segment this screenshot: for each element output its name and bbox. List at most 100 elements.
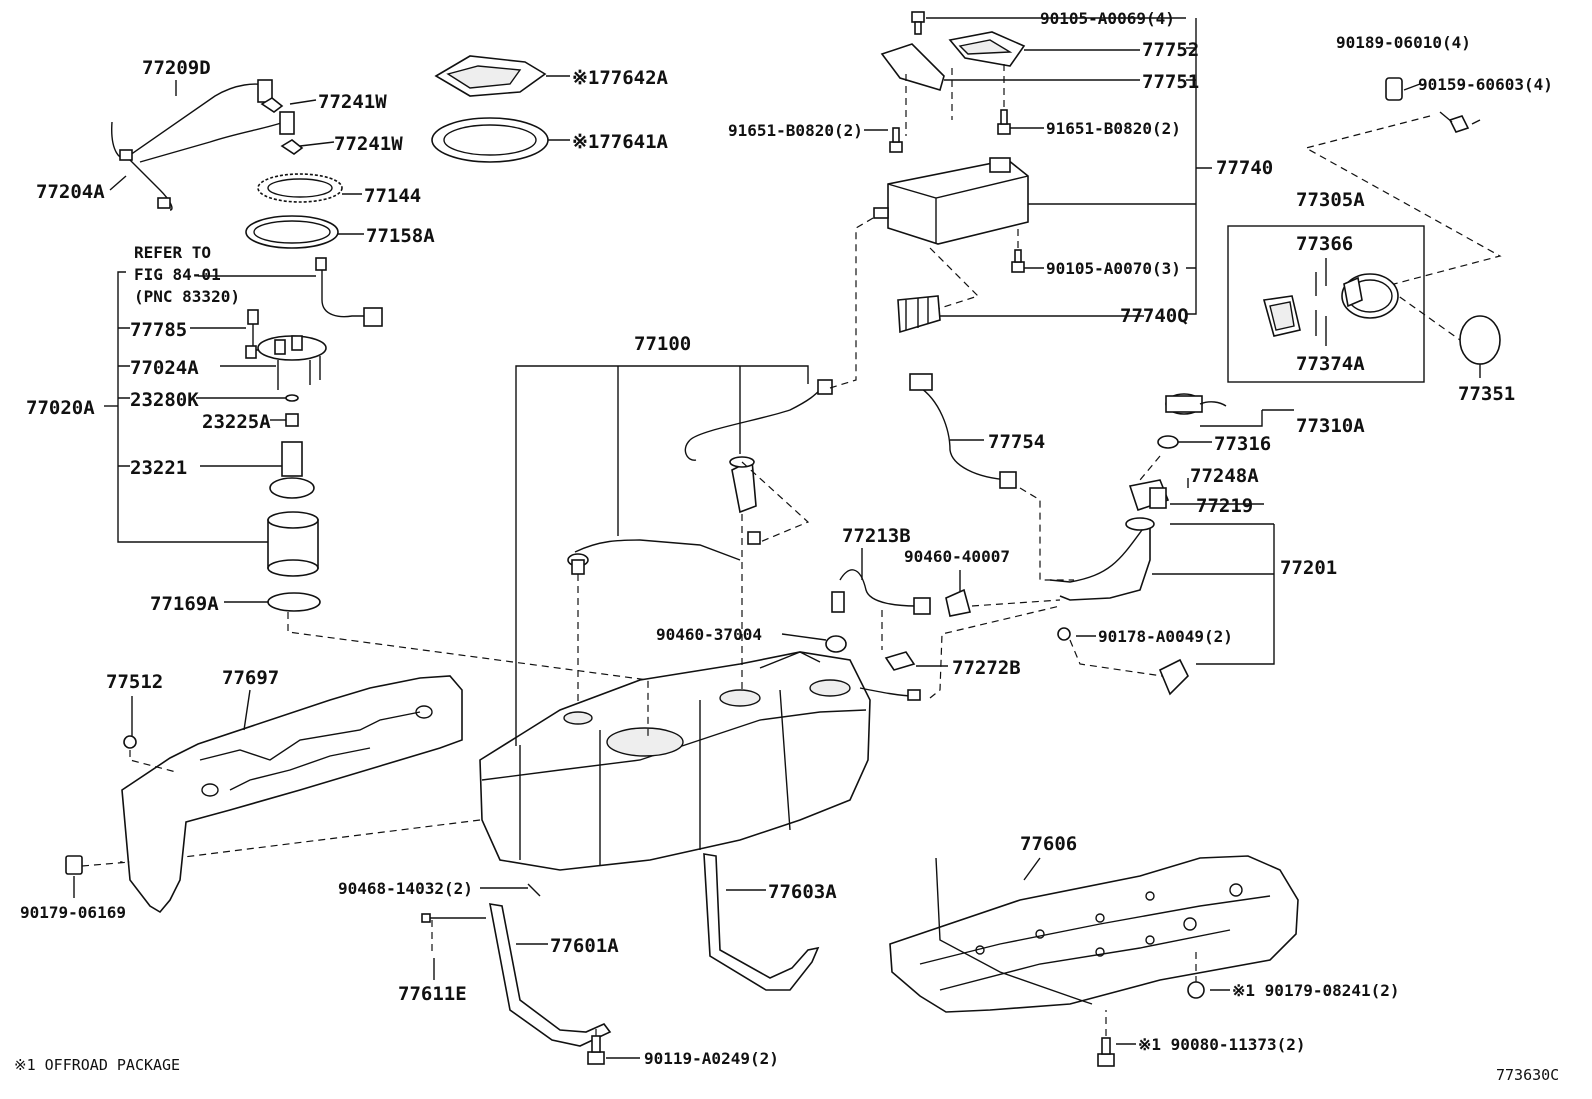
clamp-90460-40007: [945, 588, 971, 617]
bracket-77752: [948, 31, 1026, 67]
pump-cup-part: [267, 511, 319, 577]
label-90105-A0069: 90105-A0069(4): [1040, 9, 1175, 28]
vent-hose-assy: [567, 379, 833, 575]
label-fig-84-01: FIG 84-01: [134, 265, 221, 284]
label-77752: 77752: [1142, 39, 1199, 61]
lock-ring-77144: [257, 173, 343, 203]
label-77204A: 77204A: [36, 181, 105, 203]
label-90189-06010: 90189-06010(4): [1336, 33, 1471, 52]
gasket-77158A: [245, 215, 339, 249]
strap-77603A: [703, 853, 820, 991]
label-refer-to: REFER TO: [134, 243, 211, 262]
label-77601A: 77601A: [550, 935, 619, 957]
label-90468-14032: 90468-14032(2): [338, 879, 473, 898]
bolt-90080-11373: [1097, 1037, 1115, 1067]
label-77219: 77219: [1196, 495, 1253, 517]
bracket-77740: [1186, 18, 1197, 315]
label-77351: 77351: [1458, 383, 1515, 405]
bolt-91651-B0820: [889, 109, 1011, 153]
screw-90159-60603: [1439, 111, 1470, 133]
label-91651-B0820-b: 91651-B0820(2): [1046, 119, 1181, 138]
clip-77219: [1149, 487, 1167, 509]
label-77209D: 77209D: [142, 57, 211, 79]
label-77158A: 77158A: [366, 225, 435, 247]
figure-code: 773630C: [1496, 1066, 1559, 1084]
bolt-77611E: [421, 913, 486, 923]
label-77024A: 77024A: [130, 357, 199, 379]
label-77611E: 77611E: [398, 983, 467, 1005]
label-77366: 77366: [1296, 233, 1353, 255]
hose-77754: [909, 373, 1017, 489]
strap-77601A: [489, 903, 612, 1047]
pump-bracket-77024A: [257, 335, 327, 390]
fuel-lid-hinge: [1262, 272, 1399, 337]
fuel-pump-23221: [269, 441, 315, 499]
clip-90189-06010: [1385, 77, 1403, 101]
label-91651-B0820-a: 91651-B0820(2): [728, 121, 863, 140]
label-77169A: 77169A: [150, 593, 219, 615]
bolt-90105-A0070: [1011, 249, 1025, 273]
label-77641A: ※177641A: [572, 131, 669, 153]
clip-90179-06169: [65, 855, 83, 875]
filter-23225A: [285, 413, 299, 427]
fuel-tube-77209D: [111, 79, 295, 211]
label-77740Q: 77740Q: [1120, 305, 1189, 327]
label-77144: 77144: [364, 185, 421, 207]
clip-77241W: [260, 97, 304, 155]
label-77697: 77697: [222, 667, 279, 689]
fuel-cap-77310A: [1165, 393, 1227, 415]
label-77603A: 77603A: [768, 881, 837, 903]
bolt-90119-A0249: [587, 1035, 605, 1065]
label-77740: 77740: [1216, 157, 1273, 179]
label-pnc-83320: (PNC 83320): [134, 287, 240, 306]
lock-ring-cover-77642A: [434, 55, 547, 97]
label-77606: 77606: [1020, 833, 1077, 855]
footnote-offroad-package: ※1 OFFROAD PACKAGE: [14, 1056, 180, 1074]
label-23280K: 23280K: [130, 389, 199, 411]
hose-77213B: [831, 569, 931, 615]
gasket-77316: [1157, 435, 1179, 449]
label-77512: 77512: [106, 671, 163, 693]
gasket-77169A: [267, 592, 321, 612]
label-77751: 77751: [1142, 71, 1199, 93]
label-77020A: 77020A: [26, 397, 95, 419]
pin-90468-14032: [527, 883, 541, 897]
retainer-77641A: [431, 117, 549, 163]
skid-plate-77606: [889, 855, 1299, 1013]
clip-77272B: [859, 651, 921, 701]
label-77310A: 77310A: [1296, 415, 1365, 437]
bolt-90105-A0069: [911, 11, 925, 35]
label-77305A: 77305A: [1296, 189, 1365, 211]
connector-77785: [245, 309, 259, 359]
label-90119-A0249: 90119-A0249(2): [644, 1049, 779, 1068]
clamp-90460-37004: [825, 635, 847, 653]
label-90460-37004: 90460-37004: [656, 625, 762, 644]
label-90105-A0070: 90105-A0070(3): [1046, 259, 1181, 278]
label-77754: 77754: [988, 431, 1045, 453]
canister-77740: [873, 157, 1029, 245]
label-77642A: ※177642A: [572, 67, 669, 89]
label-77100: 77100: [634, 333, 691, 355]
label-90080-11373: ※1 90080-11373(2): [1138, 1035, 1306, 1054]
bracket-77020A: [117, 271, 268, 543]
label-77785: 77785: [130, 319, 187, 341]
label-90460-40007: 90460-40007: [904, 547, 1010, 566]
label-77241W-b: 77241W: [334, 133, 403, 155]
label-90179-06169: 90179-06169: [20, 903, 126, 922]
bracket-77751: [880, 43, 945, 91]
protector-77697: [121, 675, 463, 914]
nut-90179-08241: [1187, 981, 1205, 999]
label-77201: 77201: [1280, 557, 1337, 579]
fuel-lid-77351: [1459, 315, 1501, 365]
label-77213B: 77213B: [842, 525, 911, 547]
nut-90178-A0049: [1057, 627, 1071, 641]
fuel-tank-77100: [479, 651, 871, 871]
box-77305A: [1227, 225, 1425, 383]
bracket-77740Q: [897, 295, 941, 334]
label-90178-A0049: 90178-A0049(2): [1098, 627, 1233, 646]
sender-gauge-83320: [315, 257, 383, 327]
label-77272B: 77272B: [952, 657, 1021, 679]
label-77374A: 77374A: [1296, 353, 1365, 375]
